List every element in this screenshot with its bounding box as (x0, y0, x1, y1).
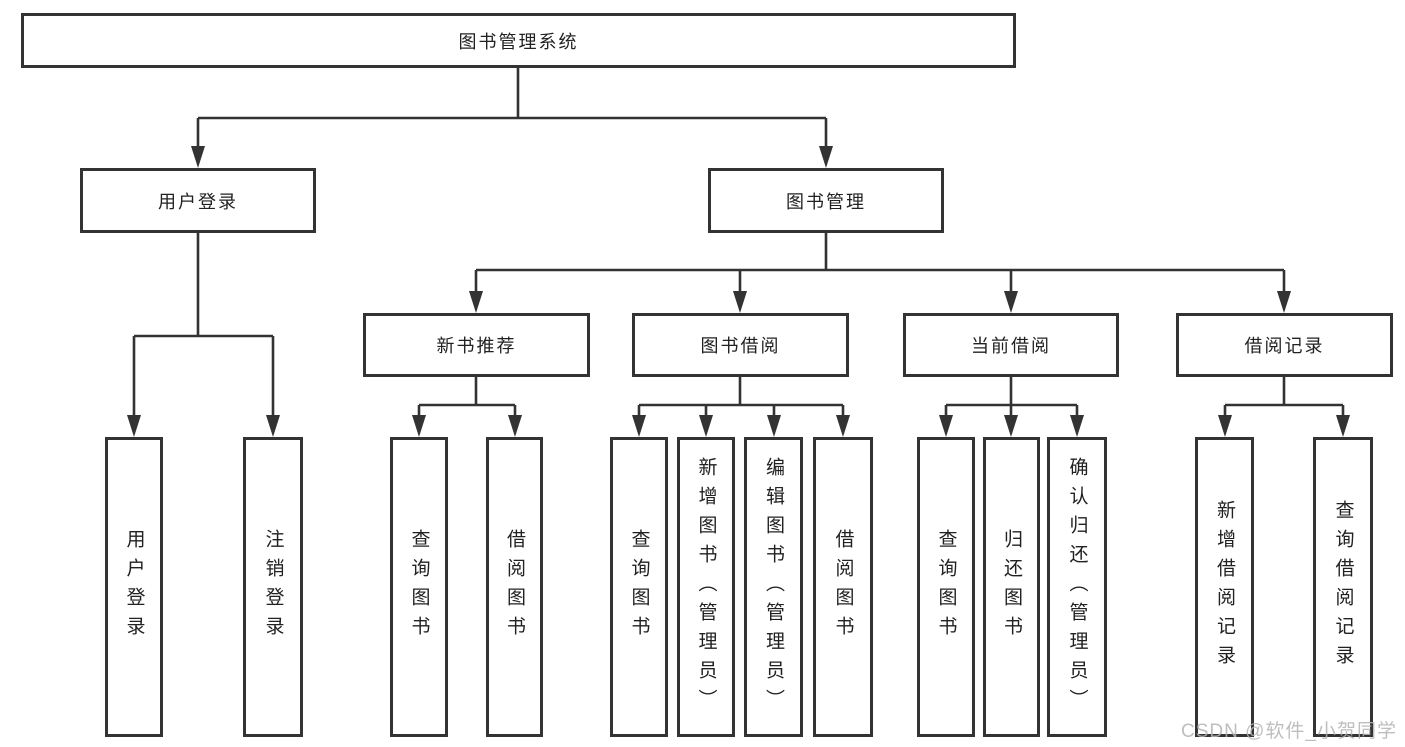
arrowhead (508, 415, 522, 437)
leaf-label: 注销登录 (262, 529, 284, 645)
leaf-query-books-3: 查询图书 (917, 437, 975, 737)
node-new-book-recommend: 新书推荐 (363, 313, 590, 377)
node-label: 图书借阅 (700, 336, 781, 356)
arrowhead (1218, 415, 1232, 437)
leaf-add-borrow-record: 新增借阅记录 (1195, 437, 1254, 737)
leaf-borrow-books-2: 借阅图书 (813, 437, 873, 737)
arrowhead (836, 415, 850, 437)
connector-newbook-to-leaves (417, 377, 517, 418)
leaf-edit-book-admin: 编辑图书（管理员） (744, 437, 803, 737)
leaf-borrow-books-1: 借阅图书 (486, 437, 543, 737)
connector-current-to-leaves (944, 377, 1079, 418)
arrowhead (939, 415, 953, 437)
node-borrowing-records: 借阅记录 (1176, 313, 1393, 377)
arrowhead (266, 415, 280, 437)
arrowhead (191, 146, 205, 168)
leaf-query-books-1: 查询图书 (390, 437, 448, 737)
node-label: 借阅记录 (1244, 336, 1325, 356)
arrowhead (127, 415, 141, 437)
csdn-watermark: CSDN @软件_小贺同学 (1181, 721, 1397, 742)
node-label: 当前借阅 (971, 336, 1051, 356)
node-book-borrowing: 图书借阅 (632, 313, 849, 377)
connector-mgmt-to-level3 (474, 233, 1286, 294)
leaf-label: 新增借阅记录 (1214, 500, 1235, 674)
node-label: 图书管理 (786, 191, 866, 212)
connector-root-to-level2 (196, 68, 828, 150)
arrowhead (412, 415, 426, 437)
node-root-label: 图书管理系统 (458, 31, 579, 52)
arrowhead (1004, 415, 1018, 437)
arrowhead (819, 146, 833, 168)
arrowhead (632, 415, 646, 437)
node-book-management: 图书管理 (708, 168, 944, 233)
leaf-return-book: 归还图书 (983, 437, 1040, 737)
node-root: 图书管理系统 (21, 13, 1016, 68)
connector-borrow-to-leaves (637, 377, 845, 418)
leaf-confirm-return-admin: 确认归还（管理员） (1047, 437, 1107, 737)
leaf-add-book-admin: 新增图书（管理员） (677, 437, 735, 737)
leaf-label: 查询图书 (628, 529, 650, 645)
leaf-label: 查询借阅记录 (1332, 500, 1354, 674)
leaf-query-borrow-record: 查询借阅记录 (1313, 437, 1373, 737)
node-label: 新书推荐 (436, 336, 517, 356)
arrowhead (469, 291, 483, 313)
arrowhead (1004, 291, 1018, 313)
arrowhead (1336, 415, 1350, 437)
leaf-logout: 注销登录 (243, 437, 303, 737)
leaf-label: 借阅图书 (504, 529, 525, 645)
leaf-label: 编辑图书（管理员） (763, 456, 784, 718)
arrowhead (767, 415, 781, 437)
leaf-user-login: 用户登录 (105, 437, 163, 737)
leaf-query-books-2: 查询图书 (610, 437, 668, 737)
connector-record-to-leaves (1223, 377, 1345, 418)
leaf-label: 查询图书 (935, 529, 957, 645)
leaf-label: 归还图书 (1001, 529, 1022, 645)
node-current-borrowing: 当前借阅 (903, 313, 1119, 377)
arrowhead (733, 291, 747, 313)
node-user-login-branch: 用户登录 (80, 168, 316, 233)
arrowhead (1277, 291, 1291, 313)
leaf-label: 用户登录 (123, 529, 145, 645)
node-label: 用户登录 (158, 191, 238, 212)
arrowhead (699, 415, 713, 437)
leaf-label: 新增图书（管理员） (695, 456, 717, 718)
leaf-label: 确认归还（管理员） (1066, 456, 1088, 718)
leaf-label: 查询图书 (408, 529, 430, 645)
arrowhead (1070, 415, 1084, 437)
leaf-label: 借阅图书 (832, 529, 854, 645)
connector-userlogin-to-leaves (132, 233, 275, 418)
